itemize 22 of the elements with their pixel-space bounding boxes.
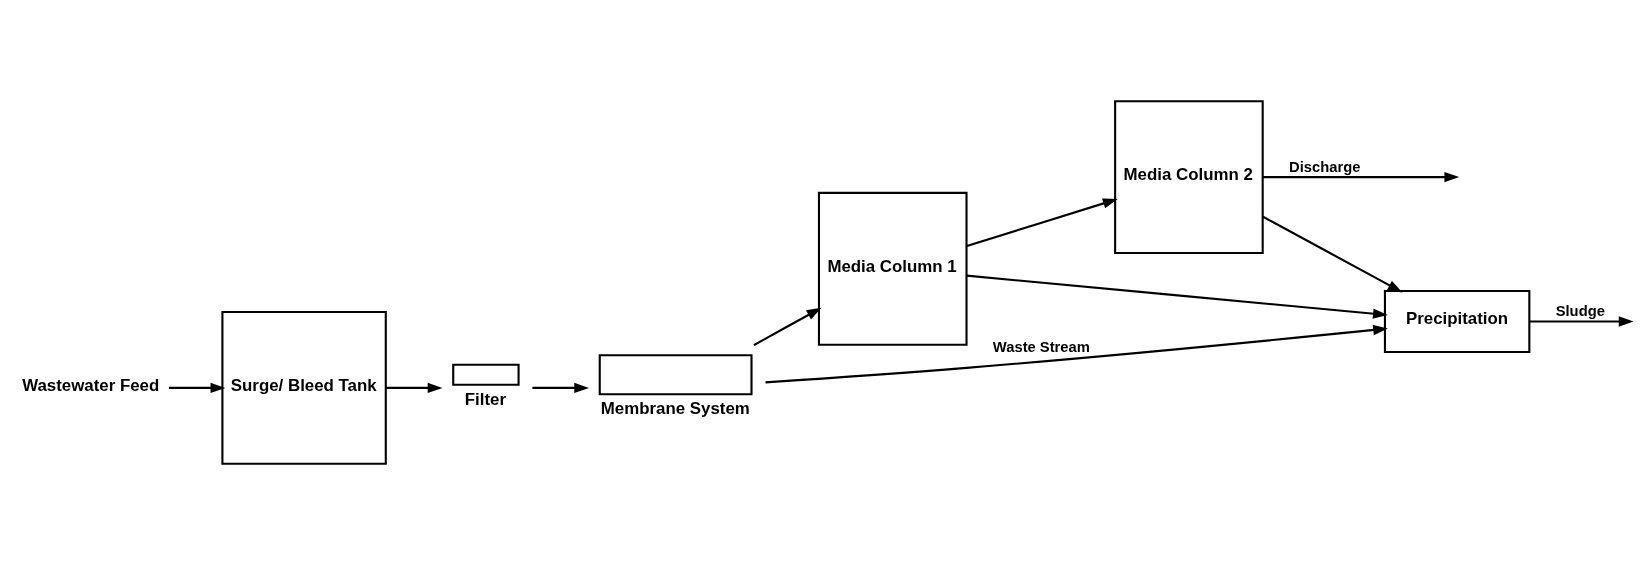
arrow [753,307,822,346]
arrow [765,324,1388,384]
arrow [532,382,590,394]
arrow [1262,215,1403,293]
arrow [966,274,1388,319]
node-box: Media Column 1 [817,191,968,346]
arrow [168,382,226,394]
arrow [386,382,443,394]
edge-label: Waste Stream [992,339,1090,356]
node-box: Surge/ Bleed Tank [221,310,387,465]
node-box: Media Column 2 [1114,100,1264,255]
arrow [966,198,1118,247]
node-label: Membrane System [600,399,750,419]
edge-label: Sludge [1555,303,1605,320]
node-box: Precipitation [1383,289,1531,354]
node-box [598,354,753,396]
arrow [1529,316,1634,327]
node-box [452,363,520,386]
node-label: Filter [464,389,507,409]
node-text: Wastewater Feed [22,375,160,395]
edge-label: Discharge [1289,159,1361,176]
arrow [1263,171,1460,183]
